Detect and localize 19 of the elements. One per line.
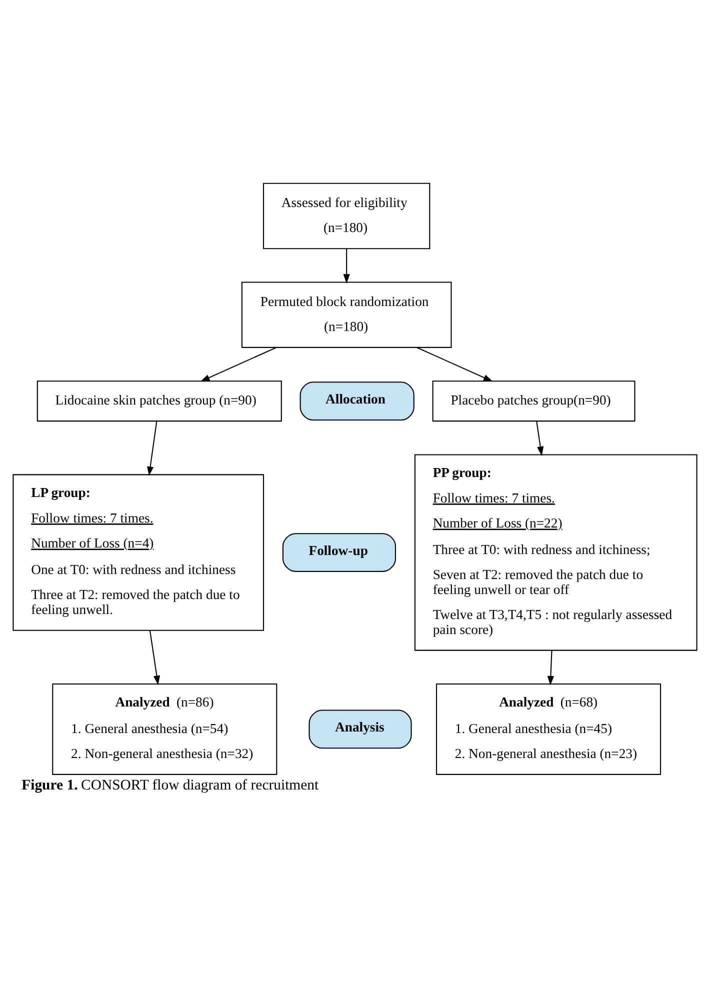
arrow xyxy=(148,630,160,686)
node-box: Analysis xyxy=(308,710,412,749)
node-box: Allocation xyxy=(299,382,414,421)
node-box: Analyzed (n=68) 1. General anesthesia (n=45) 2. Non-general anesthesia (n=23) xyxy=(435,683,661,775)
node-box: PP group: Follow times: 7 times. Number of Loss (n=22) Three at T0: with redness and itchiness; Seven at T2: removed the patch due to feeling unwell or tear off Twelve at T3,T4,T5 : not regularly assessed pain score) xyxy=(414,454,697,651)
node-box: LP group: Follow times: 7 times. Number of Loss (n=4) One at T0: with redness and itchiness Three at T2: removed the patch due to feeling unwell. xyxy=(12,474,264,631)
arrow xyxy=(146,421,157,476)
arrow xyxy=(200,347,276,382)
node-box: Assessed for eligibility (n=180) xyxy=(262,182,430,250)
node-box: Lidocaine skin patches group (n=90) xyxy=(36,380,282,422)
arrow xyxy=(416,347,492,382)
arrow xyxy=(546,650,554,686)
caption: Figure 1. CONSORT flow diagram of recruitment xyxy=(21,777,318,794)
arrow xyxy=(536,421,544,456)
node-box: Placebo patches group(n=90) xyxy=(432,380,635,422)
node-box: Follow-up xyxy=(282,533,396,572)
node-box: Permuted block randomization (n=180) xyxy=(240,282,452,348)
node-box: Analyzed (n=86) 1. General anesthesia (n=54) 2. Non-general anesthesia (n=32) xyxy=(52,683,277,775)
arrow xyxy=(342,248,350,284)
